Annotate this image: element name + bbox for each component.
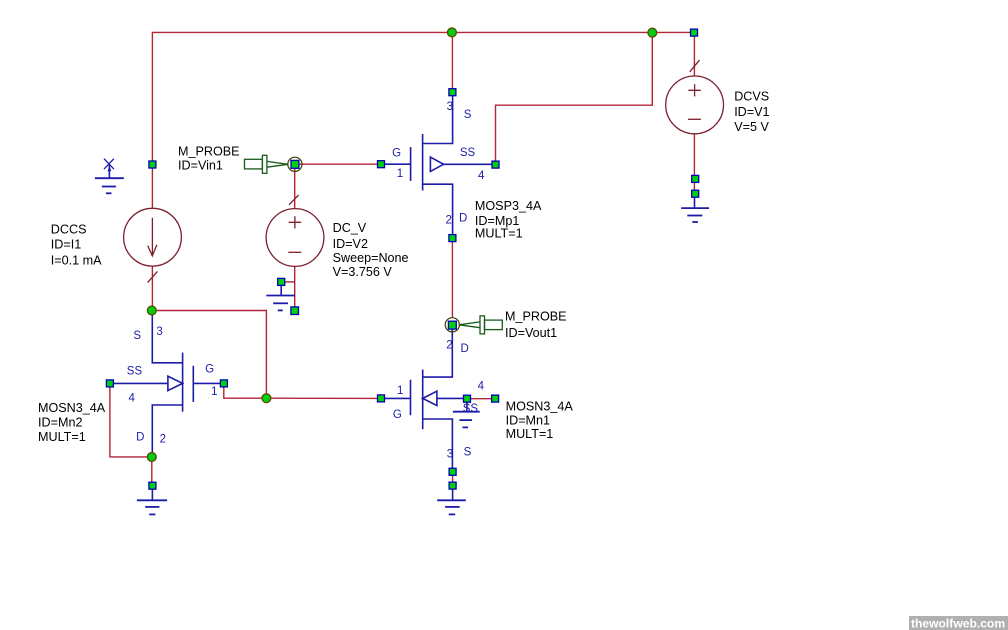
svg-text:MOSP3_4A: MOSP3_4A <box>475 199 542 213</box>
svg-text:MOSN3_4A: MOSN3_4A <box>38 401 106 415</box>
svg-text:M_PROBE: M_PROBE <box>505 310 567 324</box>
svg-text:SS: SS <box>463 403 479 415</box>
svg-text:V=3.756 V: V=3.756 V <box>333 265 393 279</box>
svg-text:G: G <box>393 409 402 421</box>
svg-text:DC_V: DC_V <box>333 221 367 235</box>
svg-text:SS: SS <box>127 366 143 378</box>
svg-text:ID=Mp1: ID=Mp1 <box>475 214 519 228</box>
svg-text:ID=I1: ID=I1 <box>51 238 81 252</box>
svg-text:MULT=1: MULT=1 <box>38 430 86 444</box>
svg-text:MULT=1: MULT=1 <box>506 427 554 441</box>
svg-text:2: 2 <box>160 434 166 446</box>
svg-text:3: 3 <box>447 449 453 461</box>
svg-text:S: S <box>464 447 472 459</box>
svg-text:4: 4 <box>478 381 485 393</box>
svg-text:S: S <box>133 330 141 342</box>
svg-text:SS: SS <box>460 147 476 159</box>
svg-text:M_PROBE: M_PROBE <box>178 144 240 158</box>
svg-text:4: 4 <box>478 170 485 182</box>
svg-text:4: 4 <box>129 393 136 405</box>
svg-text:1: 1 <box>211 386 217 398</box>
svg-text:3: 3 <box>447 101 453 113</box>
svg-text:V=5 V: V=5 V <box>734 120 769 134</box>
svg-text:1: 1 <box>397 168 403 180</box>
svg-text:G: G <box>205 364 214 376</box>
svg-text:Sweep=None: Sweep=None <box>333 251 409 265</box>
svg-text:3: 3 <box>156 326 162 338</box>
svg-text:DCVS: DCVS <box>734 90 769 104</box>
svg-text:DCCS: DCCS <box>51 223 87 237</box>
svg-text:ID=Mn2: ID=Mn2 <box>38 415 82 429</box>
svg-text:thewolfweb.com: thewolfweb.com <box>911 616 1005 630</box>
svg-text:MOSN3_4A: MOSN3_4A <box>506 399 574 413</box>
svg-text:ID=V1: ID=V1 <box>734 105 769 119</box>
svg-text:ID=Vout1: ID=Vout1 <box>505 326 557 340</box>
svg-text:ID=Vin1: ID=Vin1 <box>178 158 223 172</box>
svg-text:S: S <box>464 109 472 121</box>
svg-text:2: 2 <box>446 340 452 352</box>
svg-text:1: 1 <box>397 385 403 397</box>
svg-text:2: 2 <box>446 215 452 227</box>
svg-text:D: D <box>461 343 469 355</box>
svg-text:D: D <box>459 213 467 225</box>
svg-text:MULT=1: MULT=1 <box>475 227 523 241</box>
svg-text:ID=Mn1: ID=Mn1 <box>506 414 550 428</box>
svg-text:G: G <box>392 148 401 160</box>
svg-text:D: D <box>136 432 144 444</box>
svg-text:ID=V2: ID=V2 <box>333 237 368 251</box>
svg-text:I=0.1 mA: I=0.1 mA <box>51 254 102 268</box>
